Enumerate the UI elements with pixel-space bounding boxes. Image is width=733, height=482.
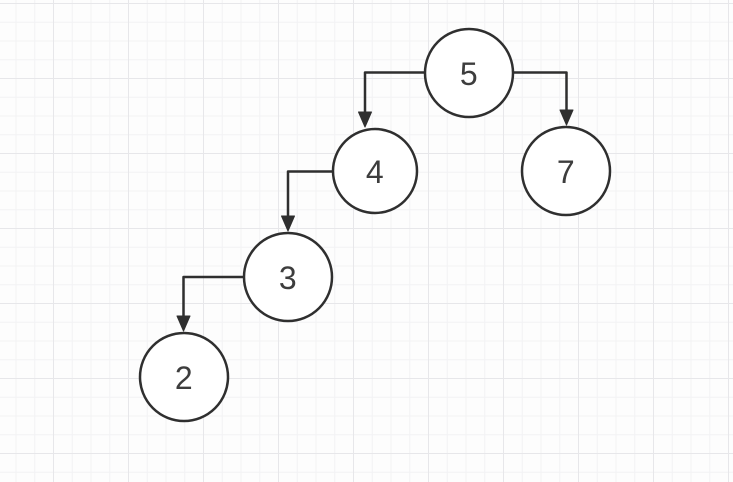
tree-node-2[interactable]: 2 (138, 331, 230, 423)
node-circle (520, 125, 612, 217)
node-label: 3 (279, 260, 297, 296)
node-circle (242, 231, 334, 323)
edge-line (363, 71, 427, 116)
edge-5-to-4[interactable] (358, 71, 427, 128)
arrowhead-icon (281, 215, 295, 232)
arrowhead-icon (176, 315, 191, 332)
edge-line (511, 71, 568, 114)
node-circle (423, 27, 515, 119)
node-label: 4 (366, 154, 384, 190)
node-label: 2 (175, 360, 193, 396)
arrowhead-icon (559, 109, 574, 126)
node-circle (331, 127, 419, 215)
edge-4-to-3[interactable] (281, 170, 335, 232)
edge-line (182, 275, 246, 320)
arrowhead-icon (358, 111, 372, 128)
tree-node-7[interactable]: 7 (520, 125, 612, 217)
tree-node-4[interactable]: 4 (331, 127, 419, 215)
edge-5-to-7[interactable] (511, 71, 574, 126)
tree-node-5[interactable]: 5 (423, 27, 515, 119)
edge-3-to-2[interactable] (176, 275, 246, 332)
node-label: 5 (460, 56, 478, 92)
tree-node-3[interactable]: 3 (242, 231, 334, 323)
node-circle (138, 331, 230, 423)
node-label: 7 (557, 154, 575, 190)
edge-line (286, 170, 335, 220)
